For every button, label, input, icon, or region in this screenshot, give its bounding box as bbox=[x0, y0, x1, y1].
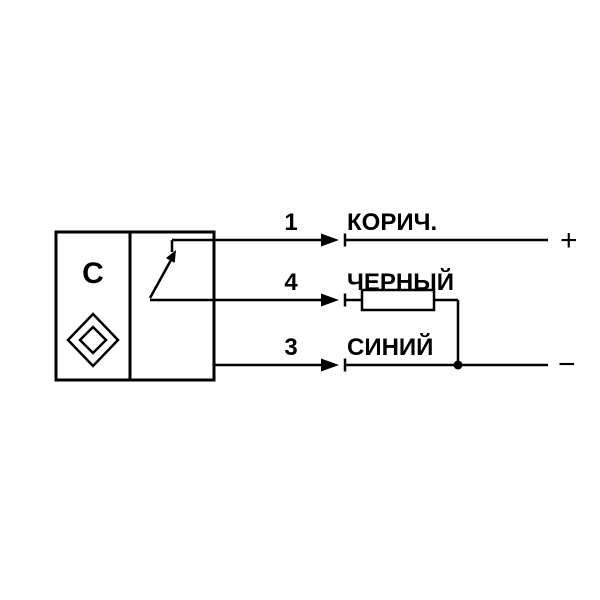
pin-number: 1 bbox=[284, 209, 297, 236]
sensor-letter: С bbox=[82, 257, 104, 290]
terminal-plus: + bbox=[560, 224, 578, 257]
connector-arrow-icon bbox=[321, 358, 339, 372]
switch-blade bbox=[148, 259, 173, 299]
wire-color-label: КОРИЧ. bbox=[347, 209, 437, 236]
pin-number: 3 bbox=[284, 334, 297, 361]
wire-color-label: ЧЕРНЫЙ bbox=[347, 268, 454, 296]
diamond-outer bbox=[66, 312, 120, 368]
diamond-inner bbox=[78, 325, 108, 355]
wire-3: 3 СИНИЙ − bbox=[214, 333, 576, 381]
wire-color-label: СИНИЙ bbox=[347, 333, 433, 361]
wire-4: 4 ЧЕРНЫЙ bbox=[150, 268, 463, 370]
connector-arrow-icon bbox=[321, 233, 339, 247]
pin-number: 4 bbox=[284, 269, 298, 296]
switch-icon bbox=[148, 238, 214, 299]
terminal-minus: − bbox=[558, 348, 576, 381]
sensor-body-outline bbox=[54, 230, 216, 382]
wire-1: 1 КОРИЧ. + bbox=[214, 209, 578, 257]
connector-arrow-icon bbox=[321, 293, 339, 307]
sensor-symbol-icon bbox=[66, 312, 120, 368]
switch-arrowhead-icon bbox=[165, 250, 176, 263]
